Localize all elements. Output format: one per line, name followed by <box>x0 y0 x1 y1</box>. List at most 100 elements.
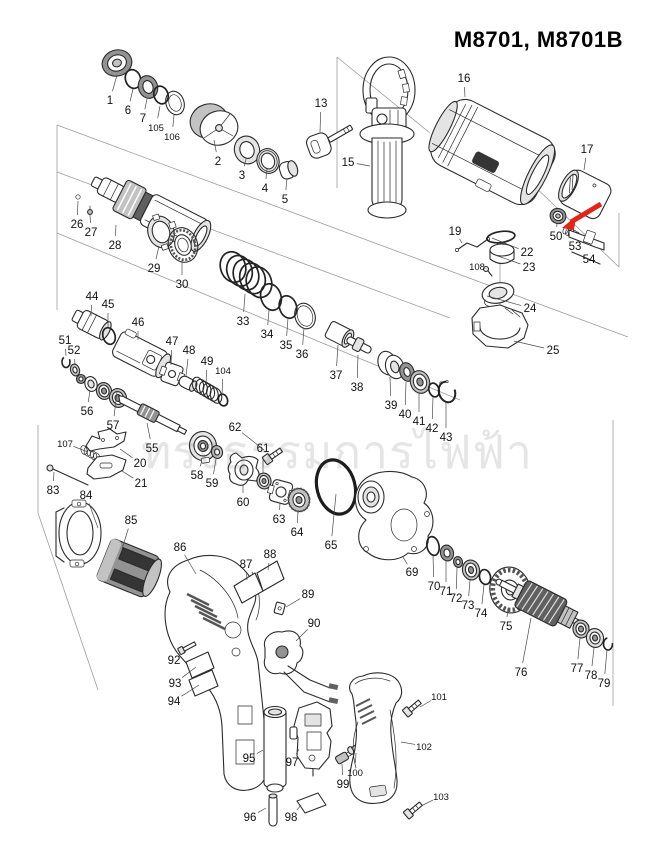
part-40-label: 40 <box>399 409 412 421</box>
part-65-drawing <box>314 458 358 516</box>
part-98-drawing <box>296 792 327 814</box>
part-25-leader <box>513 340 545 349</box>
part-51-label: 51 <box>59 335 72 347</box>
part-78-drawing <box>585 627 605 649</box>
part-7-drawing <box>137 75 159 99</box>
part-77-leader <box>577 637 581 660</box>
part-70-label: 70 <box>428 581 441 593</box>
part-22-label: 22 <box>521 247 534 259</box>
part-36-leader <box>302 327 305 346</box>
part-90-leader <box>295 629 308 642</box>
part-86-drawing <box>164 554 269 791</box>
part-4-drawing <box>256 148 280 174</box>
part-29-drawing <box>147 213 177 251</box>
part-15-leader <box>356 163 371 167</box>
part-24-label: 24 <box>524 303 537 315</box>
release-arrow <box>562 201 603 230</box>
part-105-label: 105 <box>148 123 164 134</box>
part-4-leader <box>265 168 268 180</box>
part-48-leader <box>185 358 189 377</box>
part-103-label: 103 <box>433 792 449 803</box>
part-88-drawing <box>256 560 285 592</box>
part-16-drawing <box>428 98 556 206</box>
page-title: M8701, M8701B <box>453 27 623 52</box>
part-48-drawing <box>178 375 198 392</box>
part-1-leader <box>112 74 118 92</box>
part-74-drawing <box>478 568 492 586</box>
part-24-drawing <box>481 282 515 307</box>
part-27-label: 27 <box>85 227 98 239</box>
part-96-leader <box>257 807 267 813</box>
part-41-drawing <box>409 370 431 394</box>
part-47-drawing <box>159 361 185 387</box>
part-19-leader <box>459 238 463 244</box>
part-45-label: 45 <box>102 299 115 311</box>
part-65-leader <box>331 493 337 537</box>
part-33-leader <box>243 293 246 313</box>
part-38-label: 38 <box>351 382 364 394</box>
part-86-leader <box>184 554 197 575</box>
part-73-drawing <box>461 559 481 581</box>
part-104-leader <box>221 378 223 396</box>
part-83-drawing <box>46 464 89 486</box>
part-89-label: 89 <box>302 589 315 601</box>
part-33-drawing <box>219 250 273 299</box>
part-70-drawing <box>425 535 441 557</box>
part-15-drawing <box>359 56 416 219</box>
part-22-leader <box>491 237 519 249</box>
part-28-drawing <box>90 176 212 252</box>
part-47-leader <box>170 349 172 366</box>
part-88-label: 88 <box>264 549 277 561</box>
part-85-drawing <box>96 538 162 598</box>
part-16-label: 16 <box>458 73 471 85</box>
part-104-label: 104 <box>215 366 231 377</box>
part-2-drawing <box>189 103 239 146</box>
part-3-drawing <box>233 135 261 165</box>
part-90-label: 90 <box>308 618 321 630</box>
part-96-drawing <box>268 793 278 827</box>
part-61-label: 61 <box>257 443 270 455</box>
part-2-leader <box>213 139 217 153</box>
part-17-leader <box>583 157 587 171</box>
part-28-label: 28 <box>109 240 122 252</box>
part-48-label: 48 <box>183 345 196 357</box>
part-29-leader <box>155 245 160 260</box>
part-85-label: 85 <box>125 515 138 527</box>
part-35-label: 35 <box>280 340 293 352</box>
part-101-label: 101 <box>431 692 447 703</box>
part-1-label: 1 <box>107 95 113 107</box>
part-43-label: 43 <box>440 432 453 444</box>
part-89-drawing <box>273 601 286 616</box>
part-labels-layer: 1671051062345131516171922231082425505354… <box>47 73 611 824</box>
part-98-label: 98 <box>285 812 298 824</box>
part-55-leader <box>146 422 151 440</box>
part-46-label: 46 <box>132 317 145 329</box>
part-43-drawing <box>437 379 457 404</box>
part-108-label: 108 <box>469 262 485 273</box>
part-75-label: 75 <box>500 621 513 633</box>
part-40-leader <box>404 381 407 406</box>
part-95-label: 95 <box>243 753 256 765</box>
part-108-drawing <box>482 265 493 277</box>
part-99-label: 99 <box>337 779 350 791</box>
part-101-leader <box>419 700 432 708</box>
part-87-label: 87 <box>240 559 253 571</box>
part-83-leader <box>53 471 55 482</box>
part-7-label: 7 <box>140 113 146 125</box>
part-106-drawing <box>165 90 185 116</box>
part-59-leader <box>213 458 217 475</box>
part-79-leader <box>604 649 608 675</box>
part-17-label: 17 <box>581 144 594 156</box>
part-19-drawing <box>455 237 490 252</box>
part-6-leader <box>129 88 134 102</box>
part-93-label: 93 <box>169 678 182 690</box>
part-92-label: 92 <box>168 655 181 667</box>
part-42-label: 42 <box>426 423 439 435</box>
part-100-leader <box>355 752 357 764</box>
part-62-label: 62 <box>229 422 242 434</box>
part-69-leader <box>402 556 408 565</box>
part-44-label: 44 <box>86 291 99 303</box>
part-7-leader <box>144 98 148 110</box>
part-62-drawing <box>261 447 283 466</box>
part-71-drawing <box>439 544 455 562</box>
